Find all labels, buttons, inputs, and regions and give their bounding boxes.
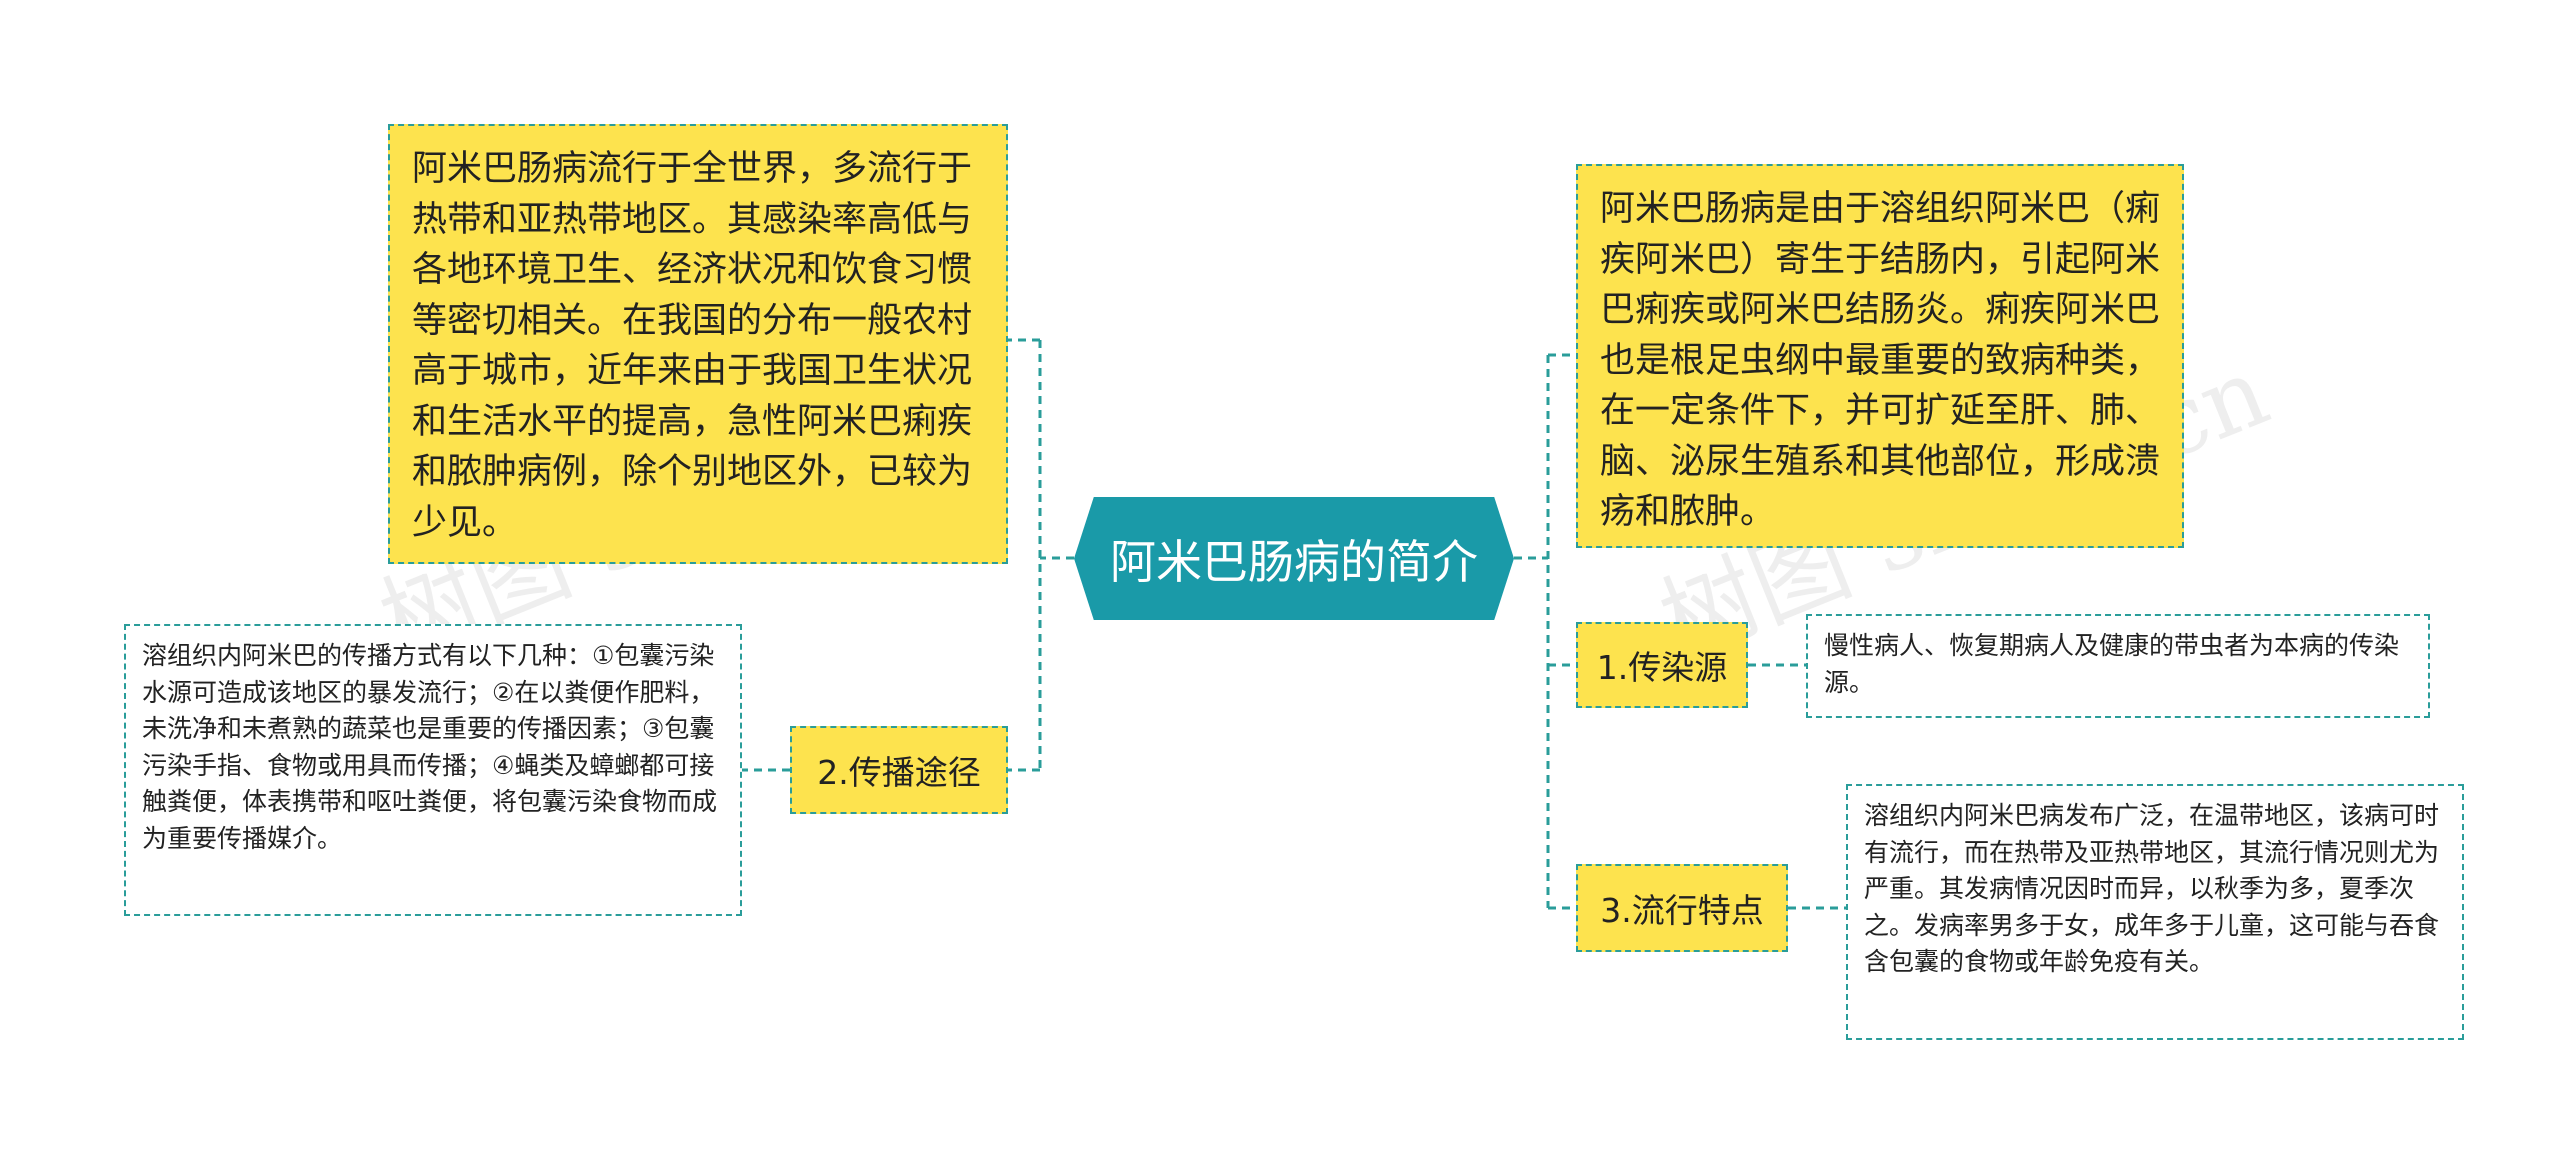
route-detail-text: 溶组织内阿米巴的传播方式有以下几种：①包囊污染水源可造成该地区的暴发流行；②在以… xyxy=(142,641,718,853)
epi-label: 3.流行特点 xyxy=(1600,891,1764,930)
epi-detail-node[interactable]: 溶组织内阿米巴病发布广泛，在温带地区，该病可时有流行，而在热带及亚热带地区，其流… xyxy=(1846,784,2464,1040)
root-title: 阿米巴肠病的简介 xyxy=(1110,534,1478,589)
epi-detail-text: 溶组织内阿米巴病发布广泛，在温带地区，该病可时有流行，而在热带及亚热带地区，其流… xyxy=(1864,801,2440,976)
definition-text: 阿米巴肠病是由于溶组织阿米巴（痢疾阿米巴）寄生于结肠内，引起阿米巴痢疾或阿米巴结… xyxy=(1600,189,2161,532)
epi-node[interactable]: 3.流行特点 xyxy=(1576,864,1788,952)
intro-node[interactable]: 阿米巴肠病流行于全世界，多流行于热带和亚热带地区。其感染率高低与各地环境卫生、经… xyxy=(388,124,1008,564)
source-label: 1.传染源 xyxy=(1596,648,1728,687)
source-detail-node[interactable]: 慢性病人、恢复期病人及健康的带虫者为本病的传染源。 xyxy=(1806,614,2430,718)
route-detail-node[interactable]: 溶组织内阿米巴的传播方式有以下几种：①包囊污染水源可造成该地区的暴发流行；②在以… xyxy=(124,624,742,916)
source-node[interactable]: 1.传染源 xyxy=(1576,622,1748,708)
route-label: 2.传播途径 xyxy=(817,753,981,792)
intro-text: 阿米巴肠病流行于全世界，多流行于热带和亚热带地区。其感染率高低与各地环境卫生、经… xyxy=(412,149,973,543)
route-node[interactable]: 2.传播途径 xyxy=(790,726,1008,814)
source-detail-text: 慢性病人、恢复期病人及健康的带虫者为本病的传染源。 xyxy=(1824,631,2400,697)
definition-node[interactable]: 阿米巴肠病是由于溶组织阿米巴（痢疾阿米巴）寄生于结肠内，引起阿米巴痢疾或阿米巴结… xyxy=(1576,164,2184,548)
root-topic[interactable]: 阿米巴肠病的简介 xyxy=(1074,497,1514,620)
